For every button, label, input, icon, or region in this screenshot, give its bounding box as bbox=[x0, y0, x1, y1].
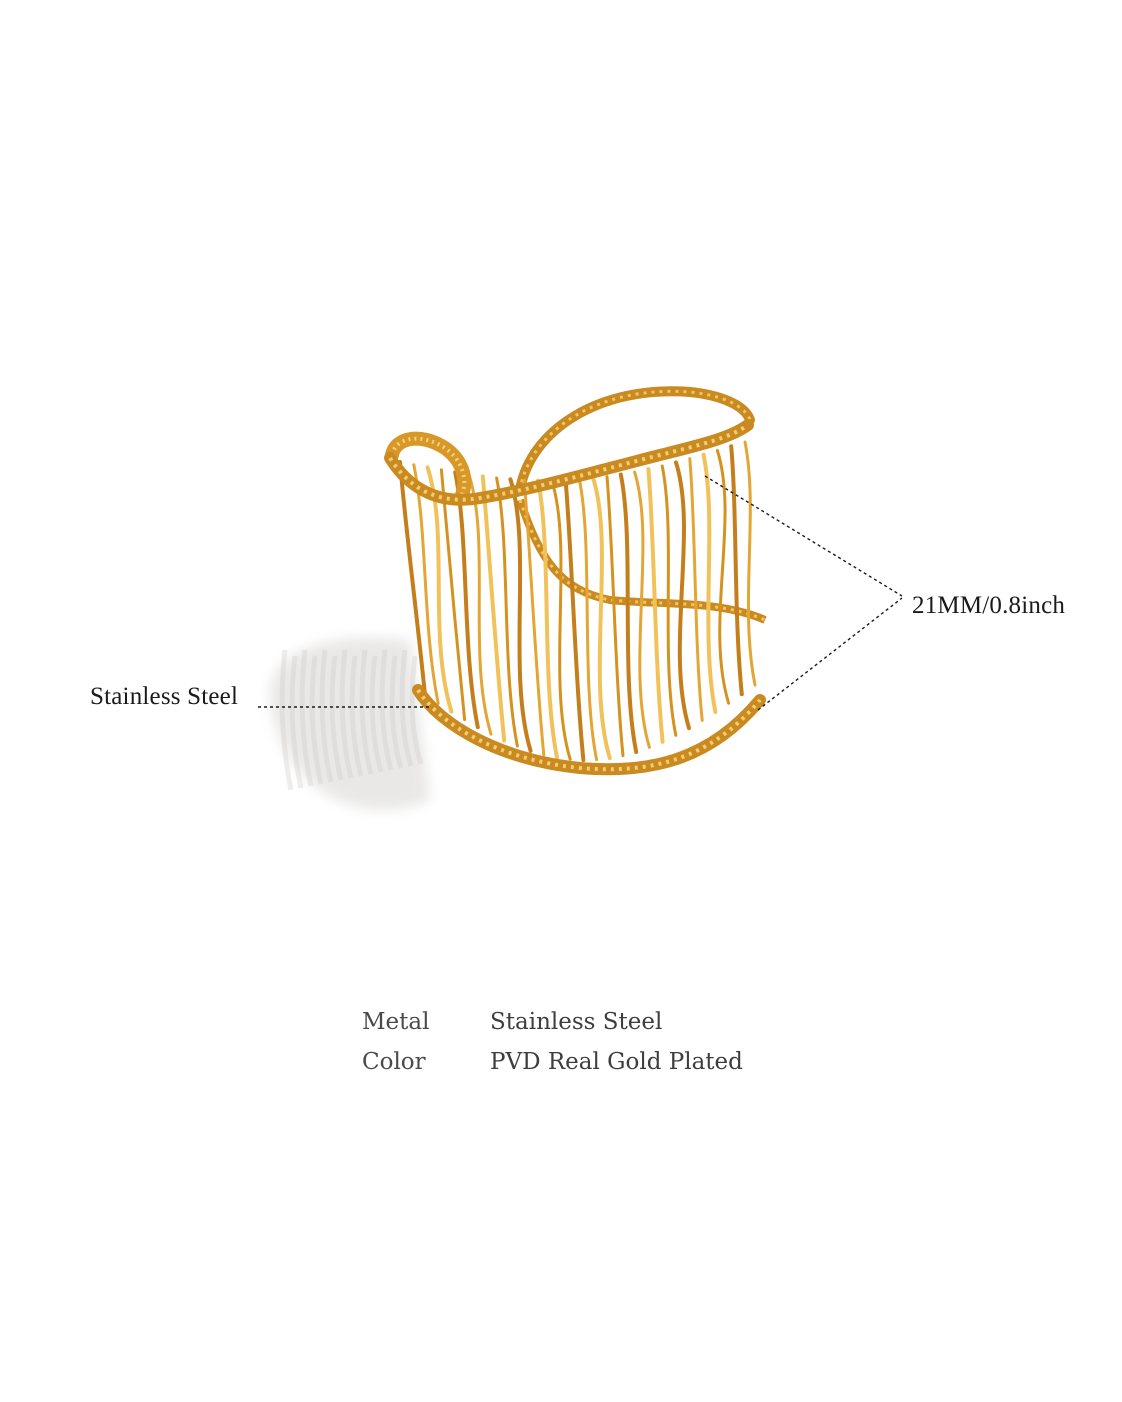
shadow-strand bbox=[339, 649, 354, 779]
spec-row-metal: Metal Stainless Steel bbox=[362, 1002, 743, 1042]
cuff-wire-strand bbox=[646, 467, 665, 744]
spec-value: PVD Real Gold Plated bbox=[490, 1049, 743, 1075]
shadow-strand bbox=[389, 655, 404, 769]
width-leader-top bbox=[704, 475, 903, 597]
spec-key: Metal bbox=[362, 1009, 430, 1035]
spec-list: Metal Stainless Steel Color PVD Real Gol… bbox=[362, 1002, 743, 1082]
cuff-wire-strand bbox=[605, 475, 625, 758]
cuff-wire-strand bbox=[688, 457, 704, 722]
cuff-wire-strand bbox=[480, 474, 507, 743]
ring-shadow bbox=[269, 637, 430, 810]
shadow-strand bbox=[329, 655, 344, 781]
cuff-wire-strand bbox=[398, 460, 427, 697]
cuff-wire-strand bbox=[522, 478, 546, 757]
width-callout-label: 21MM/0.8inch bbox=[912, 592, 1066, 619]
cuff-wire-strand bbox=[508, 477, 533, 753]
ring-shadow-bars bbox=[279, 649, 424, 791]
cuff-wire-strand bbox=[563, 478, 586, 763]
cuff-wire-strand bbox=[591, 476, 612, 761]
cuff-wire-strand bbox=[577, 478, 599, 762]
cuff-wire-strand bbox=[701, 452, 718, 714]
shadow-strand bbox=[289, 655, 304, 789]
cuff-wire-strand bbox=[618, 472, 639, 754]
spec-value: Stainless Steel bbox=[490, 1009, 663, 1035]
cuff-wire-strand bbox=[729, 444, 744, 697]
cuff-wires bbox=[398, 440, 757, 763]
cuff-wire-strand bbox=[674, 460, 691, 731]
gold-wire-cuff-ring bbox=[384, 386, 767, 776]
cuff-wire-strand bbox=[495, 476, 519, 748]
width-leader-bottom bbox=[757, 597, 903, 711]
measurement-leader-lines bbox=[258, 475, 903, 711]
cuff-wire-strand bbox=[550, 479, 572, 761]
shadow-strand bbox=[299, 649, 314, 787]
shadow-strand bbox=[309, 655, 324, 785]
shadow-strand bbox=[399, 649, 414, 767]
shadow-strand bbox=[349, 655, 364, 777]
shadow-strand bbox=[409, 655, 424, 765]
shadow-strand bbox=[319, 649, 334, 783]
cuff-wire-strand bbox=[715, 449, 731, 705]
shadow-strand bbox=[369, 655, 384, 773]
shadow-strand bbox=[359, 649, 374, 775]
cuff-wire-strand bbox=[633, 470, 651, 749]
shadow-strand bbox=[279, 649, 294, 791]
spec-row-color: Color PVD Real Gold Plated bbox=[362, 1042, 743, 1082]
cuff-wire-strand bbox=[536, 478, 559, 760]
cuff-wire-strand bbox=[453, 470, 480, 730]
cuff-wire-strand bbox=[743, 440, 757, 687]
cuff-wire-strand bbox=[660, 464, 678, 737]
spec-key: Color bbox=[362, 1049, 426, 1075]
shadow-strand bbox=[379, 649, 394, 771]
material-callout-label: Stainless Steel bbox=[90, 683, 239, 710]
